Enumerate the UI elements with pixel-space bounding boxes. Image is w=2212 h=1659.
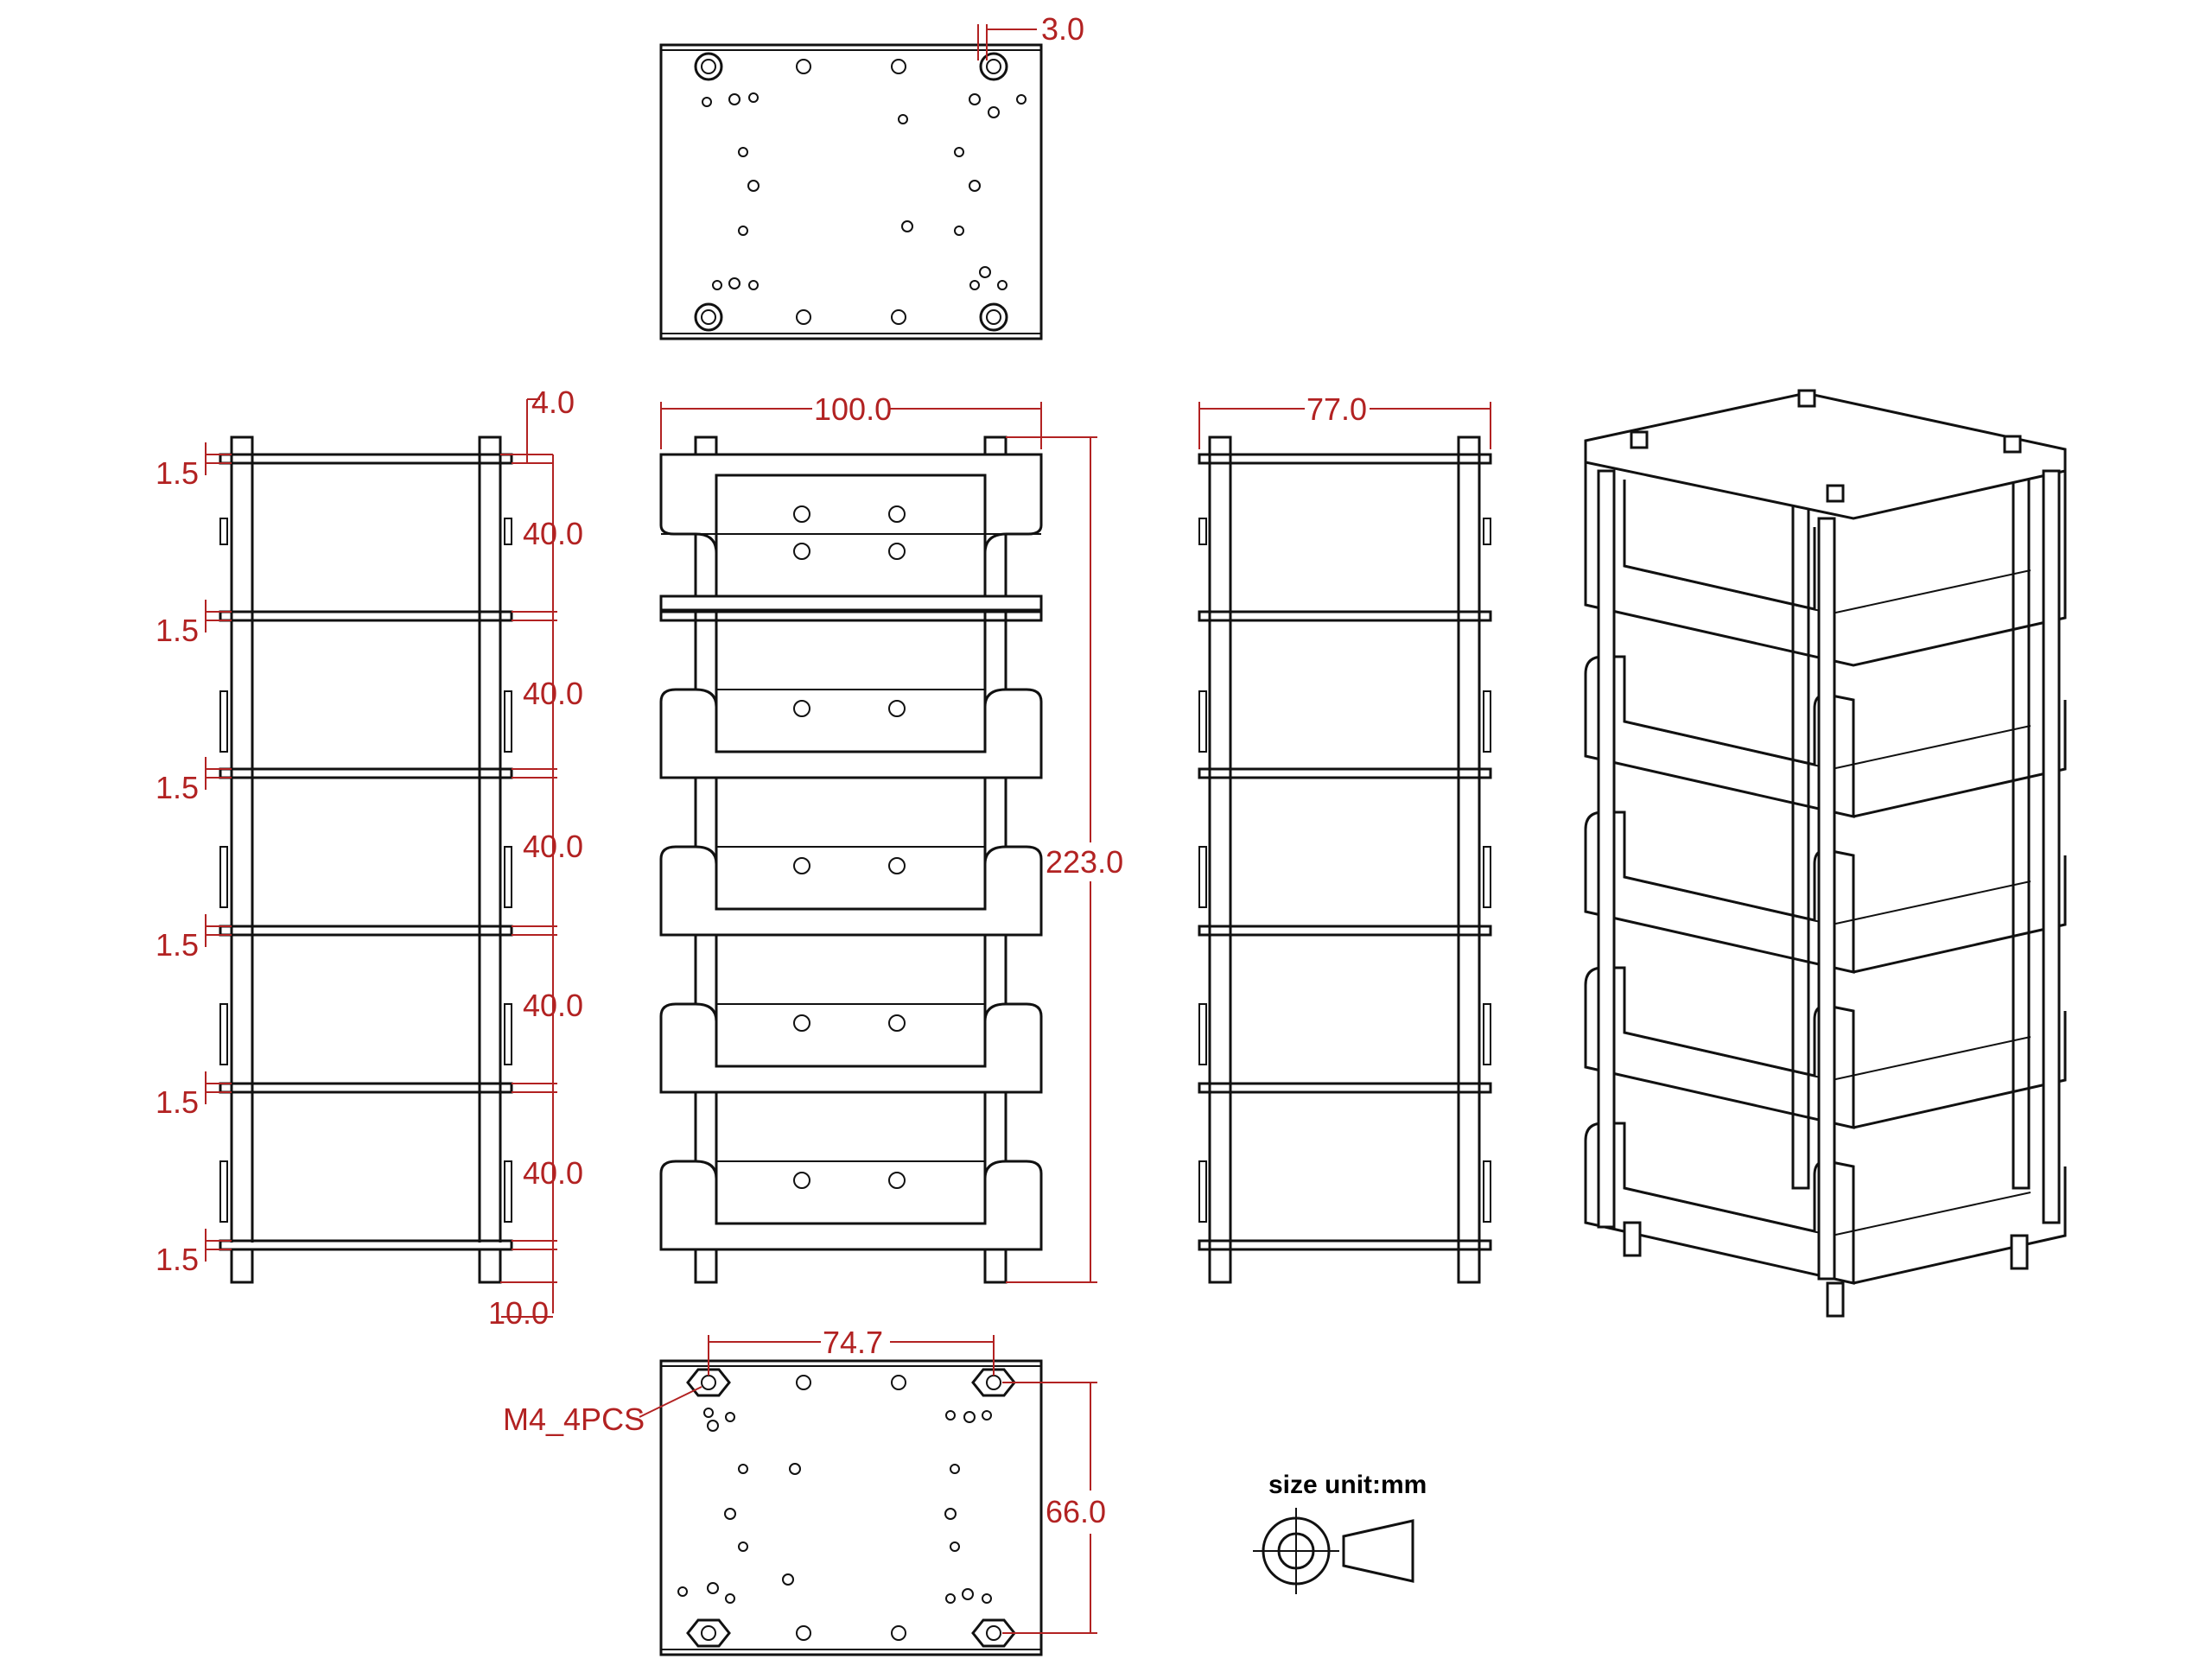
tier-spacing-label: 40.0 <box>523 1155 583 1191</box>
side-depth-label: 77.0 <box>1306 391 1367 427</box>
plate-thickness-label: 1.5 <box>156 455 199 491</box>
top-hole-offset-label: 3.0 <box>1041 11 1084 47</box>
plate-thickness-label: 1.5 <box>156 1084 199 1120</box>
unit-legend: size unit:mm <box>1253 1471 1427 1594</box>
mounting-holes <box>702 59 1027 325</box>
front-height-label: 223.0 <box>1046 844 1123 880</box>
tier-spacing-label: 40.0 <box>523 516 583 551</box>
front-view: 100.0 223.0 <box>659 391 1123 1284</box>
right-side-view: 77.0 <box>1198 391 1492 1284</box>
plate-thickness-label: 1.5 <box>156 770 199 805</box>
hex-nut-icon <box>686 1368 1016 1648</box>
tier-spacing-dimensions: 40.0 40.0 40.0 40.0 40.0 <box>500 454 583 1313</box>
foot-height-label: 10.0 <box>488 1295 549 1331</box>
first-angle-projection-icon <box>1253 1508 1414 1594</box>
plate-thickness-label: 1.5 <box>156 613 199 648</box>
standoff-icon <box>694 52 1008 332</box>
top-offset-label: 4.0 <box>531 385 575 420</box>
tier-spacing-label: 40.0 <box>523 988 583 1023</box>
left-side-view: 1.5 1.5 1.5 1.5 1.5 1.5 4.0 40.0 40.0 40… <box>156 385 583 1331</box>
bottom-hole-spacing-label: 74.7 <box>823 1325 883 1360</box>
unit-note: size unit:mm <box>1268 1471 1427 1499</box>
front-panel-holes <box>793 505 906 1189</box>
mounting-holes <box>677 1375 992 1641</box>
plate-thickness-label: 1.5 <box>156 927 199 963</box>
tier-spacing-label: 40.0 <box>523 829 583 864</box>
plate-thickness-dimensions: 1.5 1.5 1.5 1.5 1.5 1.5 <box>156 442 232 1277</box>
bottom-view: 74.7 66.0 M4_4PCS <box>503 1325 1106 1656</box>
bottom-hole-depth-label: 66.0 <box>1046 1494 1106 1529</box>
standoff-callout-label: M4_4PCS <box>503 1402 645 1437</box>
tier-spacing-label: 40.0 <box>523 676 583 711</box>
iso-tier <box>1584 391 2067 667</box>
top-view: 3.0 <box>659 11 1084 340</box>
plate-thickness-label: 1.5 <box>156 1242 199 1277</box>
front-width-label: 100.0 <box>814 391 892 427</box>
isometric-view <box>1584 389 2067 1318</box>
